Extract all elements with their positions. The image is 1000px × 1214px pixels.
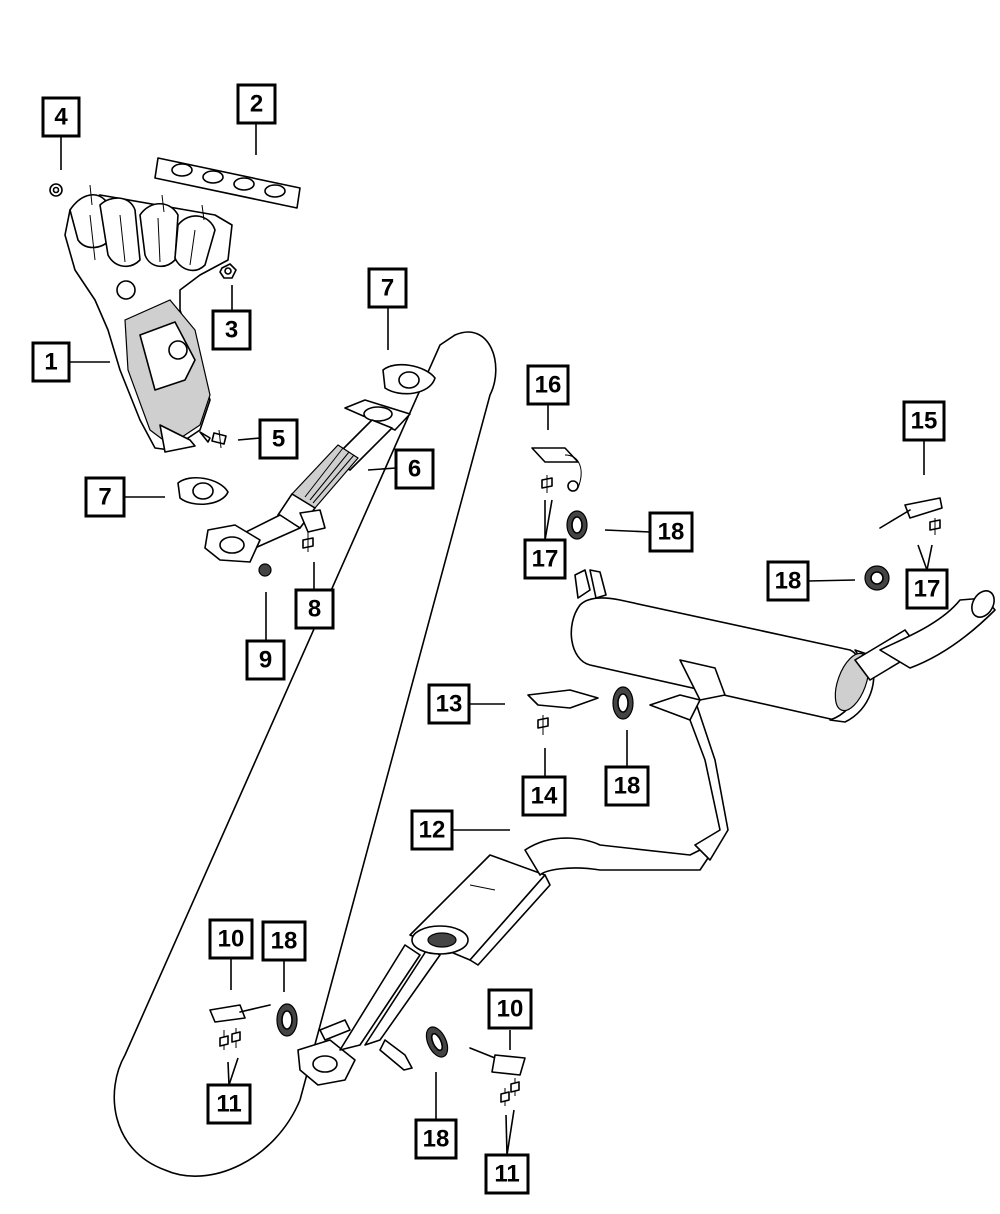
front-hanger-bolts-right bbox=[500, 1078, 520, 1106]
front-hanger-bracket-left bbox=[209, 1004, 271, 1023]
isolator-center bbox=[612, 686, 634, 720]
callout-4: 4 bbox=[41, 96, 81, 138]
callout-18-center: 18 bbox=[604, 765, 650, 807]
callout-7-upper: 7 bbox=[367, 267, 408, 309]
leader-lines bbox=[60, 123, 933, 1156]
callout-18-right: 18 bbox=[766, 560, 810, 602]
heat-shield-bolt bbox=[211, 429, 227, 449]
svg-text:9: 9 bbox=[259, 647, 272, 674]
rear-hanger-bracket bbox=[531, 447, 582, 492]
callout-1: 1 bbox=[31, 341, 71, 383]
intermediate-pipe-resonator bbox=[297, 694, 729, 1086]
svg-text:3: 3 bbox=[225, 317, 238, 344]
callout-2: 2 bbox=[236, 83, 277, 125]
assembly-group-outline bbox=[113, 331, 497, 1177]
svg-text:7: 7 bbox=[98, 484, 111, 511]
isolator-upper-right bbox=[864, 565, 890, 591]
callout-18-lower-left: 18 bbox=[261, 920, 307, 962]
svg-text:18: 18 bbox=[614, 773, 641, 800]
isolator-upper-left bbox=[566, 510, 588, 540]
manifold-gasket bbox=[154, 157, 301, 209]
front-pipe-nut bbox=[258, 563, 272, 577]
svg-text:18: 18 bbox=[658, 519, 685, 546]
isolator-lower-center bbox=[425, 1026, 449, 1058]
callout-10-right: 10 bbox=[487, 988, 533, 1030]
callout-8: 8 bbox=[294, 588, 335, 630]
exhaust-manifold-converter bbox=[64, 184, 233, 453]
front-pipe-bolt bbox=[302, 532, 314, 552]
svg-text:13: 13 bbox=[436, 691, 463, 718]
callout-5: 5 bbox=[258, 418, 299, 460]
svg-text:17: 17 bbox=[914, 576, 941, 603]
callout-6: 6 bbox=[394, 448, 435, 490]
front-hanger-bracket-right bbox=[469, 1047, 526, 1076]
callout-15: 15 bbox=[902, 400, 946, 442]
front-hanger-bolts-left bbox=[219, 1028, 241, 1050]
svg-text:15: 15 bbox=[911, 408, 938, 435]
callout-7-lower: 7 bbox=[84, 476, 126, 518]
center-hanger-bracket bbox=[527, 689, 599, 709]
muffler-tailpipe bbox=[570, 569, 996, 723]
isolator-lower-left bbox=[276, 1003, 298, 1037]
callout-17-left: 17 bbox=[523, 538, 567, 580]
callout-14: 14 bbox=[521, 775, 567, 817]
center-hanger-bolt bbox=[537, 715, 549, 735]
tailpipe-hanger-bracket bbox=[879, 497, 943, 529]
svg-text:8: 8 bbox=[308, 596, 321, 623]
svg-text:7: 7 bbox=[381, 275, 394, 302]
callout-16: 16 bbox=[526, 364, 570, 406]
svg-text:10: 10 bbox=[497, 996, 524, 1023]
flange-gasket-upper bbox=[382, 363, 436, 395]
svg-text:12: 12 bbox=[419, 817, 446, 844]
svg-text:1: 1 bbox=[44, 349, 57, 376]
manifold-nut bbox=[219, 263, 237, 279]
callout-11-right: 11 bbox=[484, 1153, 530, 1195]
manifold-stud-nut bbox=[49, 183, 63, 197]
callout-10-left: 10 bbox=[208, 918, 254, 960]
callout-17-right: 17 bbox=[905, 568, 949, 610]
svg-text:18: 18 bbox=[775, 568, 802, 595]
svg-text:14: 14 bbox=[531, 783, 558, 810]
bolt-15 bbox=[929, 518, 941, 535]
callout-13: 13 bbox=[427, 683, 471, 725]
callout-3: 3 bbox=[211, 309, 252, 351]
callout-9: 9 bbox=[245, 639, 286, 681]
svg-text:2: 2 bbox=[250, 91, 263, 118]
callout-18-lower-center: 18 bbox=[414, 1118, 458, 1160]
callout-11-left: 11 bbox=[206, 1083, 252, 1125]
svg-text:11: 11 bbox=[494, 1161, 519, 1188]
svg-text:16: 16 bbox=[535, 372, 562, 399]
svg-text:18: 18 bbox=[271, 928, 298, 955]
svg-text:17: 17 bbox=[532, 546, 559, 573]
svg-text:10: 10 bbox=[218, 926, 245, 953]
front-exhaust-pipe bbox=[204, 399, 411, 563]
callout-18-upper: 18 bbox=[648, 511, 694, 553]
svg-text:4: 4 bbox=[54, 104, 68, 131]
svg-text:11: 11 bbox=[216, 1091, 241, 1118]
svg-text:18: 18 bbox=[423, 1126, 450, 1153]
svg-text:5: 5 bbox=[272, 426, 285, 453]
bolt-16 bbox=[541, 475, 553, 493]
flange-gasket-lower bbox=[177, 476, 229, 505]
svg-text:6: 6 bbox=[408, 456, 421, 483]
callout-12: 12 bbox=[410, 809, 454, 851]
